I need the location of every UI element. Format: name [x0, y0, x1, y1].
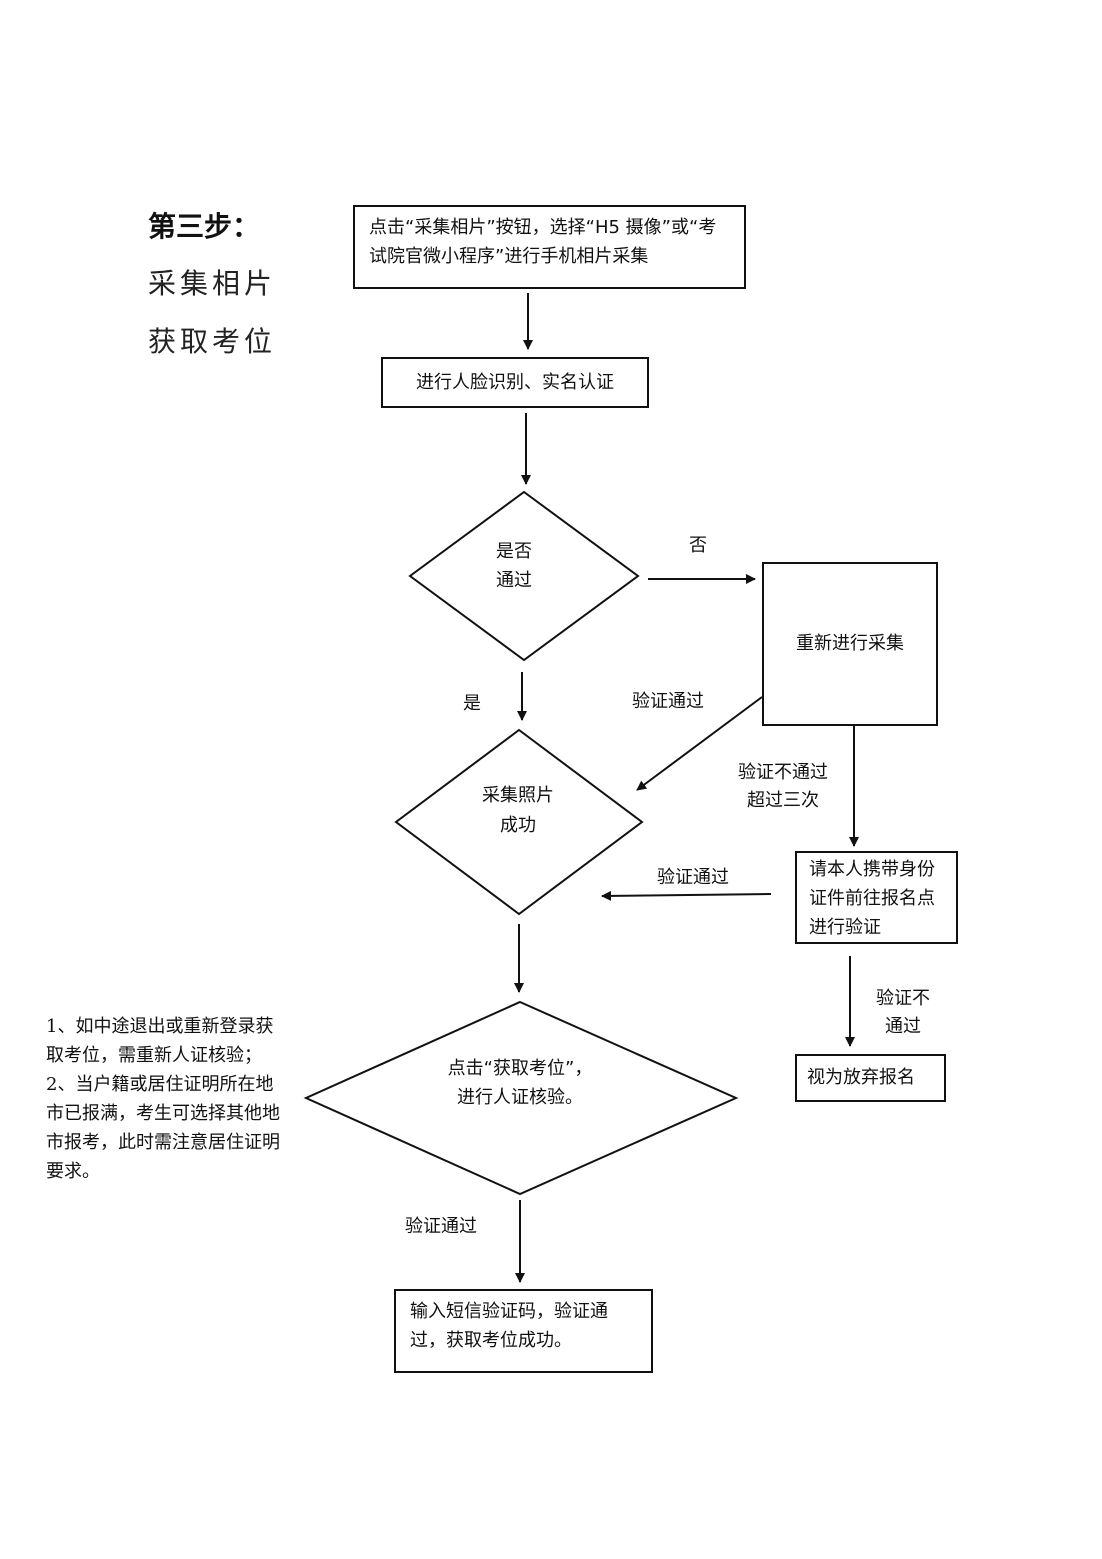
diamond-photo-success — [394, 728, 644, 916]
diamond-get-seat — [303, 1000, 739, 1196]
node-abandon: 视为放弃报名 — [795, 1054, 946, 1102]
arrow-recollect-to-photo — [636, 696, 763, 791]
decision-photo-line1: 采集照片 — [482, 785, 554, 806]
side-notes: 1、如中途退出或重新登录获取考位，需重新人证核验； 2、当户籍或居住证明所在地市… — [46, 1012, 286, 1186]
edge-label-verified-1: 验证通过 — [632, 691, 704, 712]
node-onsite-verify: 请本人携带身份证件前往报名点进行验证 — [795, 851, 958, 944]
diamond-pass-check — [408, 490, 640, 662]
note-1: 1、如中途退出或重新登录获取考位，需重新人证核验； — [46, 1016, 274, 1066]
edge-label-verified-3: 验证通过 — [405, 1216, 477, 1237]
node-recollect: 重新进行采集 — [762, 562, 938, 726]
step-title: 第三步： — [148, 210, 261, 243]
edge-label-verified-2: 验证通过 — [657, 867, 729, 888]
edge-label-no: 否 — [689, 535, 707, 556]
step-subtitle-1: 采集相片 — [148, 267, 277, 300]
decision-pass-line1: 是否 — [496, 541, 532, 562]
decision-photo-line2: 成功 — [500, 815, 536, 836]
node-start-photo: 点击“采集相片”按钮，选择“H5 摄像”或“考试院官微小程序”进行手机相片采集 — [353, 205, 746, 289]
decision-seat-line1: 点击“获取考位”， — [447, 1058, 593, 1079]
step-subtitle-2: 获取考位 — [148, 325, 277, 358]
decision-seat-line2: 进行人证核验。 — [457, 1087, 583, 1108]
edge-label-yes: 是 — [463, 693, 481, 714]
node-face-verify: 进行人脸识别、实名认证 — [381, 357, 649, 408]
node-sms-code: 输入短信验证码，验证通过，获取考位成功。 — [394, 1289, 653, 1373]
edge-label-fail-line2: 通过 — [885, 1016, 921, 1037]
decision-pass-line2: 通过 — [496, 570, 532, 591]
edge-label-fail3-line1: 验证不通过 — [738, 762, 828, 783]
note-2: 2、当户籍或居住证明所在地市已报满，考生可选择其他地市报考，此时需注意居住证明要… — [46, 1074, 280, 1182]
edge-label-fail-line1: 验证不 — [876, 988, 930, 1009]
edge-label-fail3-line2: 超过三次 — [747, 790, 819, 811]
arrow-onsite-to-photo — [601, 890, 772, 901]
